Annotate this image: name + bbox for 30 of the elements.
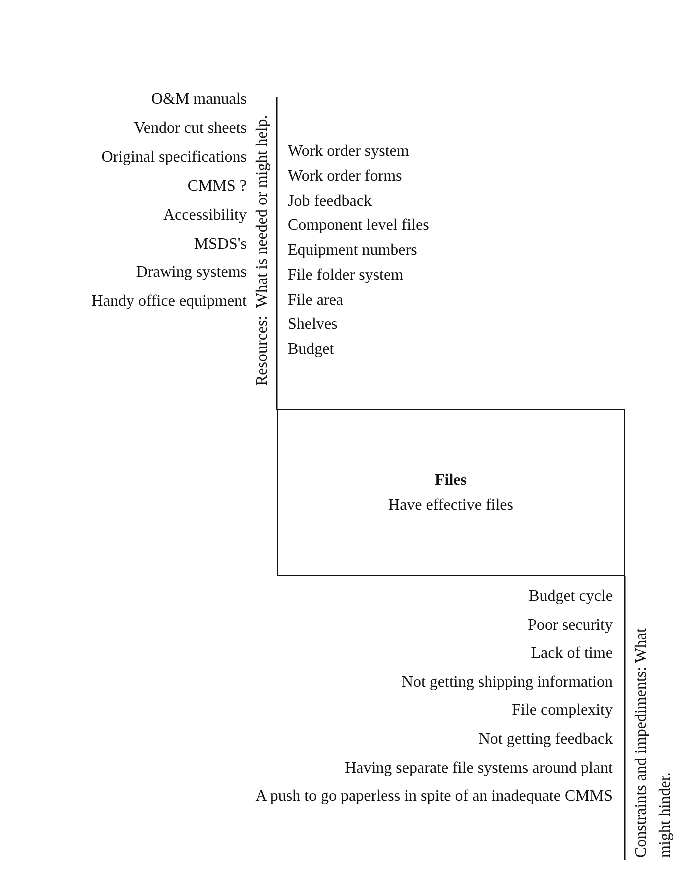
resource-item: Budget <box>288 340 334 360</box>
constraint-item: Having separate file systems around plant <box>345 758 613 779</box>
resource-item: Work order forms <box>288 166 402 187</box>
constraint-item: Lack of time <box>531 644 613 664</box>
constraint-item: Poor security <box>528 616 613 636</box>
resource-item: Drawing systems <box>136 263 247 284</box>
constraint-item: Not getting shipping information <box>402 672 613 693</box>
resource-item: MSDS's <box>194 234 247 254</box>
resource-item: Vendor cut sheets <box>134 118 247 139</box>
resource-item: O&M manuals <box>151 90 247 110</box>
resource-item: Handy office equipment <box>92 292 247 312</box>
resource-item: Component level files <box>288 216 430 236</box>
goal-box <box>277 409 625 576</box>
resource-item: Work order system <box>288 142 410 162</box>
resource-item: CMMS ? <box>188 176 247 197</box>
constraint-item: A push to go paperless in spite of an inadequate CMMS <box>256 787 613 808</box>
goal-heading: Files <box>435 470 467 490</box>
resource-item: File area <box>288 290 344 310</box>
constraints-heading: Constraints and impediments: What might hinder. <box>632 628 675 858</box>
resource-item: Equipment numbers <box>288 241 418 261</box>
resource-item: Accessibility <box>163 206 247 226</box>
resource-item: Shelves <box>288 315 338 336</box>
constraint-item: File complexity <box>512 701 613 722</box>
goal-text: Have effective files <box>388 496 514 516</box>
constraint-item: Not getting feedback <box>478 730 613 750</box>
resource-item: Job feedback <box>288 192 372 212</box>
constraint-item: Budget cycle <box>529 587 613 607</box>
resource-item: Original specifications <box>102 148 247 168</box>
resources-heading: Resources: What is needed or might help. <box>253 114 272 386</box>
resource-item: File folder system <box>288 266 404 286</box>
